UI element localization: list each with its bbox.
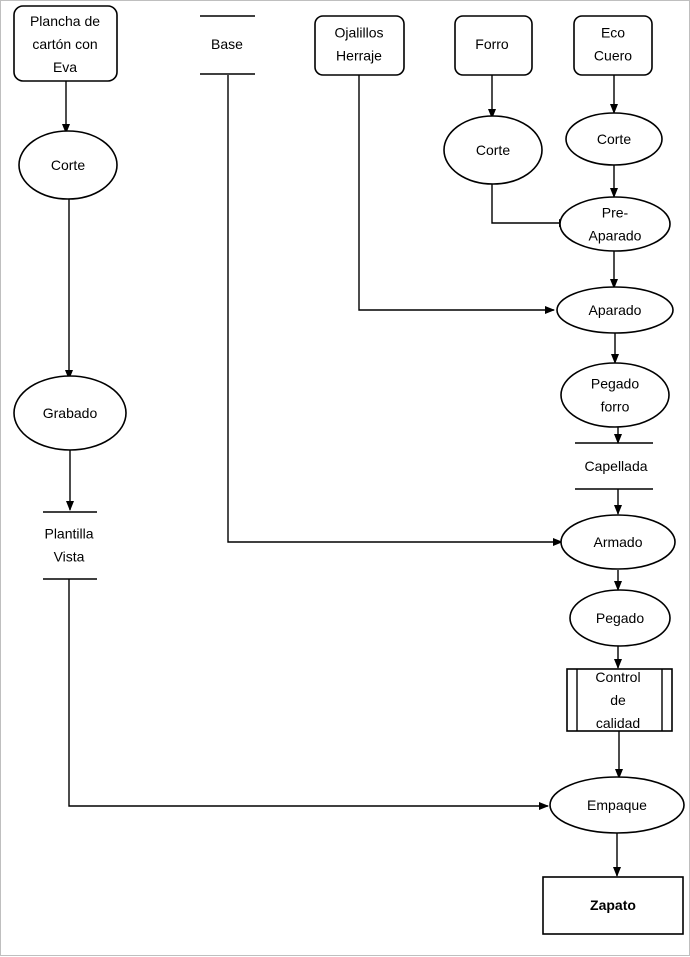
ellipse-shape: [559, 196, 671, 252]
node-label-line: Herraje: [336, 48, 382, 64]
node-label: Control de calidad: [595, 669, 640, 731]
node-label-line: Control: [595, 669, 640, 685]
node-corte-left: Corte: [18, 130, 118, 200]
node-pegado: Pegado: [569, 589, 671, 647]
node-label-line: de: [610, 692, 626, 708]
node-label-line: calidad: [596, 715, 640, 731]
node-label: Pegado forro: [591, 376, 639, 415]
node-label-line: Pre-: [602, 205, 629, 221]
node-label: Corte: [597, 131, 631, 147]
predefined-process-shape: [566, 668, 673, 732]
rect-shape: [542, 876, 684, 935]
node-label: Grabado: [43, 405, 98, 421]
node-label-line: Vista: [54, 549, 85, 565]
node-label-line: Pegado: [591, 376, 639, 392]
ellipse-shape: [556, 286, 674, 334]
node-label-line: Capellada: [584, 458, 647, 474]
node-label: Armado: [593, 534, 642, 550]
node-label-line: Grabado: [43, 405, 98, 421]
node-label-line: Eva: [53, 59, 77, 75]
node-label: Zapato: [590, 897, 636, 913]
node-label-line: Aparado: [589, 228, 642, 244]
node-label-line: Zapato: [590, 897, 636, 913]
arrow-corte-to-preaparado: [491, 184, 569, 227]
node-label-line: Eco: [601, 25, 625, 41]
ellipse-shape: [549, 776, 685, 834]
node-label: Pegado: [596, 610, 644, 626]
node-pegado-forro: Pegado forro: [560, 362, 670, 428]
node-label-line: Ojalillos: [334, 25, 383, 41]
node-label-line: Forro: [475, 36, 509, 52]
node-corte-ecocuero: Corte: [565, 112, 663, 166]
ellipse-shape: [18, 130, 118, 200]
node-grabado: Grabado: [13, 375, 127, 451]
node-armado: Armado: [560, 514, 676, 570]
node-capellada: Capellada: [575, 442, 653, 490]
arrow-plantilla-to-empaque: [68, 579, 549, 810]
node-base: Base: [200, 15, 255, 75]
node-label: Base: [211, 36, 243, 52]
node-forro: Forro: [454, 15, 533, 76]
node-label-line: Plantilla: [44, 526, 93, 542]
ellipse-shape: [565, 112, 663, 166]
rounded-rect-shape: [13, 5, 118, 82]
node-pre-aparado: Pre- Aparado: [559, 196, 671, 252]
rounded-rect-shape: [314, 15, 405, 76]
node-label-line: cartón con: [32, 36, 97, 52]
ellipse-shape: [13, 375, 127, 451]
ellipse-shape: [560, 514, 676, 570]
node-label: Empaque: [587, 797, 647, 813]
node-label-line: Corte: [597, 131, 631, 147]
node-label-line: Aparado: [589, 302, 642, 318]
node-label-line: Corte: [476, 142, 510, 158]
rounded-rect-shape: [454, 15, 533, 76]
ellipse-shape: [569, 589, 671, 647]
node-label-line: forro: [601, 399, 630, 415]
node-empaque: Empaque: [549, 776, 685, 834]
ellipse-shape: [560, 362, 670, 428]
node-control-calidad: Control de calidad: [566, 668, 673, 732]
node-label: Corte: [51, 157, 85, 173]
node-label: Pre- Aparado: [589, 205, 642, 244]
node-aparado: Aparado: [556, 286, 674, 334]
node-label-line: Corte: [51, 157, 85, 173]
node-label: Corte: [476, 142, 510, 158]
node-corte-forro: Corte: [443, 115, 543, 185]
node-zapato: Zapato: [542, 876, 684, 935]
connectors: [62, 75, 623, 877]
rounded-rect-shape: [573, 15, 653, 76]
node-label: Capellada: [584, 458, 647, 474]
node-label-line: Plancha de: [30, 13, 100, 29]
arrow-base-to-armado: [227, 75, 563, 546]
node-label-line: Cuero: [594, 48, 632, 64]
node-label: Forro: [475, 36, 509, 52]
arrow-ojalillos-to-aparado: [358, 75, 555, 314]
node-label: Aparado: [589, 302, 642, 318]
ellipse-shape: [443, 115, 543, 185]
node-label-line: Pegado: [596, 610, 644, 626]
node-label-line: Empaque: [587, 797, 647, 813]
node-label-line: Armado: [593, 534, 642, 550]
node-label-line: Base: [211, 36, 243, 52]
